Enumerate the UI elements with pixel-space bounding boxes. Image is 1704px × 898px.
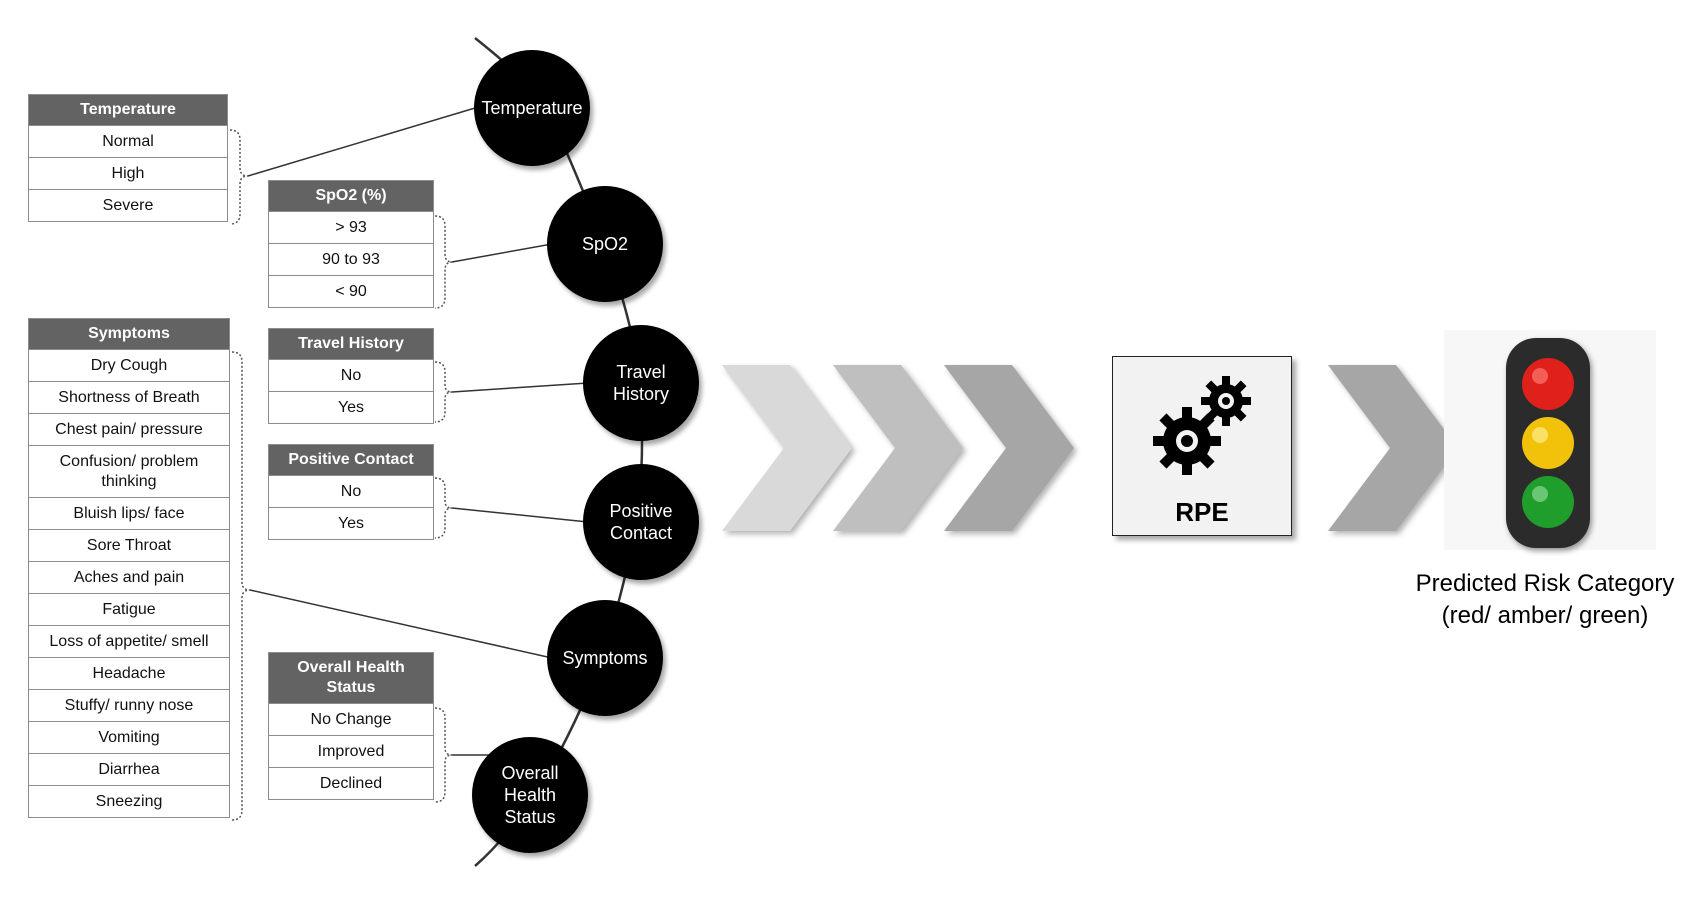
bracket-contact [434,477,453,539]
table-row: Fatigue [28,594,230,626]
table-row: No [268,476,434,508]
rpe-label: RPE [1175,497,1229,527]
chevron-arrow-2 [833,365,963,531]
table-row: No [268,360,434,392]
traffic-light-icon [1444,330,1656,550]
outcome-line-2: (red/ amber/ green) [1441,602,1649,629]
table-row: Severe [28,190,228,222]
node-spo2: SpO2 [547,186,663,302]
table-row: > 93 [268,212,434,244]
table-row: No Change [268,704,434,736]
link-symptoms [249,589,553,659]
table-row: Sore Throat [28,530,230,562]
link-contact [451,507,589,523]
table-header: Overall Health Status [268,652,434,704]
node-positive-contact: Positive Contact [583,464,699,580]
table-header: Positive Contact [268,444,434,476]
bracket-travel [434,361,453,423]
table-row: Dry Cough [28,350,230,382]
node-overall-health: Overall Health Status [472,737,588,853]
table-temperature: Temperature Normal High Severe [28,94,228,222]
table-row: 90 to 93 [268,244,434,276]
table-row: Sneezing [28,786,230,818]
node-symptoms: Symptoms [547,600,663,716]
chevron-arrow-3 [944,365,1074,531]
table-row: Headache [28,658,230,690]
chevron-arrow-1 [722,365,852,531]
table-row: Aches and pain [28,562,230,594]
table-row: Loss of appetite/ smell [28,626,230,658]
table-row: Bluish lips/ face [28,498,230,530]
table-positive-contact: Positive Contact No Yes [268,444,434,540]
chevron-arrow-4 [1328,365,1458,531]
table-row: High [28,158,228,190]
link-spo2 [451,243,553,263]
table-row: Yes [268,392,434,424]
table-row: Diarrhea [28,754,230,786]
table-spo2: SpO2 (%) > 93 90 to 93 < 90 [268,180,434,308]
predicted-risk-label: Predicted Risk Category (red/ amber/ gre… [1390,568,1700,632]
table-travel-history: Travel History No Yes [268,328,434,424]
table-header: Temperature [28,94,228,126]
gears-icon [1153,376,1251,475]
link-temperature [247,107,476,177]
table-overall-health: Overall Health Status No Change Improved… [268,652,434,800]
node-temperature: Temperature [474,50,590,166]
spine-curve [474,37,644,867]
table-header: SpO2 (%) [268,180,434,212]
bracket-health [434,707,453,803]
rpe-engine-box: RPE [1112,356,1292,536]
table-header: Symptoms [28,318,230,350]
table-row: Improved [268,736,434,768]
node-travel-history: Travel History [583,325,699,441]
table-row: Stuffy/ runny nose [28,690,230,722]
table-row: Yes [268,508,434,540]
bracket-temperature [229,129,249,225]
bracket-symptoms [231,351,251,821]
table-row: Shortness of Breath [28,382,230,414]
outcome-line-1: Predicted Risk Category [1415,570,1675,597]
table-row: Normal [28,126,228,158]
table-header: Travel History [268,328,434,360]
table-row: Chest pain/ pressure [28,414,230,446]
table-row: < 90 [268,276,434,308]
table-row: Declined [268,768,434,800]
table-row: Confusion/ problem thinking [28,446,230,498]
table-row: Vomiting [28,722,230,754]
bracket-spo2 [434,215,453,309]
table-symptoms: Symptoms Dry Cough Shortness of Breath C… [28,318,230,818]
link-travel [451,382,589,393]
